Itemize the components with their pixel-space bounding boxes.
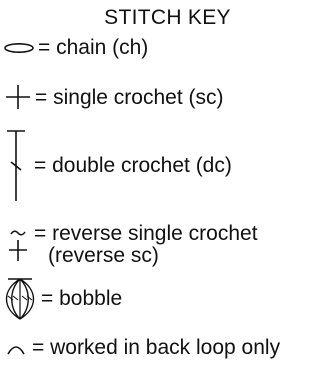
- key-row-single-crochet: = single crochet (sc): [0, 84, 335, 110]
- reverse-single-crochet-abbrev: (reverse sc): [48, 244, 159, 267]
- chain-oval-icon: [4, 42, 34, 54]
- key-row-chain: = chain (ch): [0, 36, 335, 60]
- reverse-single-crochet-label: = reverse single crochet: [34, 222, 258, 245]
- key-row-back-loop: = worked in back loop only: [0, 334, 335, 360]
- single-crochet-cross-icon: [5, 84, 31, 110]
- bobble-icon: [4, 278, 36, 320]
- double-crochet-label: = double crochet (dc): [34, 154, 232, 177]
- chain-label: = chain (ch): [38, 36, 149, 59]
- bobble-label: = bobble: [41, 287, 123, 310]
- key-title: STITCH KEY: [104, 6, 231, 29]
- single-crochet-label: = single crochet (sc): [35, 86, 224, 109]
- back-loop-arc-icon: [6, 342, 26, 356]
- key-row-double-crochet: = double crochet (dc): [0, 130, 335, 202]
- reverse-single-crochet-icon: [7, 228, 29, 262]
- key-row-reverse-single-crochet: = reverse single crochet (reverse sc): [0, 222, 335, 278]
- back-loop-label: = worked in back loop only: [32, 336, 281, 359]
- double-crochet-icon: [6, 130, 26, 202]
- key-row-bobble: = bobble: [0, 278, 335, 320]
